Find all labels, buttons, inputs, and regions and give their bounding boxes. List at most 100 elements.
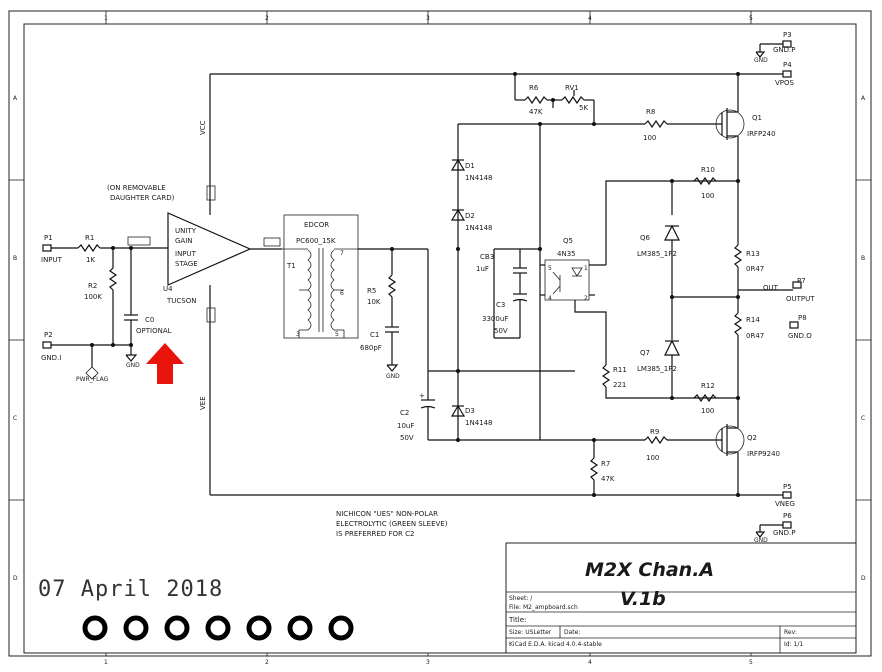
r11-resistor	[601, 364, 611, 388]
title-line-2: V.1b	[620, 588, 666, 610]
p4-connector	[782, 70, 792, 78]
t1-value-2: PC600_15K	[296, 237, 336, 245]
ruler-left-b: B	[13, 255, 17, 262]
t1-value-1: EDCOR	[304, 221, 329, 229]
c2-value-2: 50V	[400, 434, 414, 442]
p3-ref: P3	[783, 31, 792, 39]
bias-pot-network: R6 47K RV1 5K	[513, 72, 596, 440]
ruler-bottom-4: 4	[588, 659, 592, 666]
c3-ref: C3	[496, 301, 505, 309]
q2-ref: Q2	[747, 434, 757, 442]
svg-text:7: 7	[340, 250, 344, 257]
daughter-card-note-2: DAUGHTER CARD)	[110, 194, 175, 202]
d3-ref: D3	[465, 407, 475, 415]
r13-value: 0R47	[746, 265, 764, 273]
cb3-ref: CB3	[480, 253, 494, 261]
c3-value-1: 3300uF	[482, 315, 508, 323]
bias-caps: CB3 1uF C3 3300uF 50V	[476, 248, 540, 339]
svg-text:6: 6	[340, 290, 344, 297]
r6-ref: R6	[529, 84, 539, 92]
p4-ref: P4	[783, 61, 792, 69]
p1-connector	[42, 244, 52, 252]
q1-mosfet	[715, 109, 745, 139]
mounting-hole-icon	[164, 615, 190, 641]
u4-amplifier	[167, 212, 252, 286]
p8-value: GND.O	[788, 332, 812, 340]
title-label: Title:	[508, 616, 526, 624]
r6-value: 47K	[529, 108, 543, 116]
r7-group: R7 47K	[540, 438, 645, 497]
r1-value: 1K	[86, 256, 95, 264]
ruler-left-a: A	[13, 95, 18, 102]
p4-value: VPOS	[775, 79, 795, 87]
cap-note-3: IS PREFERRED FOR C2	[336, 530, 414, 538]
ruler-bottom-3: 3	[426, 659, 430, 666]
svg-text:5: 5	[548, 265, 552, 272]
c2-ref: C2	[400, 409, 409, 417]
r14-ref: R14	[746, 316, 760, 324]
d3-value: 1N4148	[465, 419, 493, 427]
r5-resistor	[387, 274, 397, 298]
red-up-arrow-icon	[146, 343, 184, 384]
p5-ref: P5	[783, 483, 792, 491]
ruler-right-a: A	[861, 95, 866, 102]
frame-ruler-labels: 1 2 3 4 5 1 2 3 4 5 A B C D A B C D	[13, 15, 866, 666]
cap-note-1: NICHICON "UES" NON-POLAR	[336, 510, 438, 518]
q7-zener	[664, 339, 680, 356]
ruler-right-b: B	[861, 255, 865, 262]
ruler-top-5: 5	[749, 15, 753, 22]
ruler-top-4: 4	[588, 15, 592, 22]
input-section: P1 INPUT R1 1K R2 100K C0 OPTIONAL P2 GN…	[41, 234, 172, 383]
file-label: File: M2_ampboard.sch	[509, 604, 578, 611]
gnd-icon	[386, 364, 399, 372]
sheet-frame	[8, 10, 872, 657]
rv1-value: 5K	[579, 104, 588, 112]
q2-mosfet	[715, 425, 745, 455]
t1-secondary-coil	[330, 249, 335, 331]
cb3-value: 1uF	[476, 265, 489, 273]
jumper-icon	[127, 236, 151, 246]
led-icon	[571, 267, 583, 277]
ruler-top-1: 1	[104, 15, 108, 22]
d2-value: 1N4148	[465, 224, 493, 232]
gnd-icon	[755, 531, 766, 538]
svg-text:3: 3	[296, 331, 300, 338]
u4-text-3: INPUT	[175, 250, 197, 258]
r5-value: 10K	[367, 298, 381, 306]
q1-value: IRFP240	[747, 130, 776, 138]
gnd-label-input: GND	[126, 362, 140, 369]
power-connectors: P3 GND.P GND P4 VPOS P5 VNEG P6 GND.P GN…	[754, 31, 796, 544]
svg-text:5: 5	[335, 331, 339, 338]
r2-value: 100K	[84, 293, 102, 301]
u4-text-4: STAGE	[175, 260, 198, 268]
id-label: Id: 1/1	[784, 641, 803, 648]
gnd-icon	[755, 51, 766, 58]
d2-diode	[450, 208, 466, 221]
connector-icon	[206, 185, 216, 201]
tool-label: KiCad E.D.A. kicad 4.0.4-stable	[509, 641, 602, 648]
p5-value: VNEG	[775, 500, 795, 508]
u4-value: TUCSON	[166, 297, 196, 305]
p2-connector	[42, 341, 52, 349]
out-net-label: OUT	[763, 284, 779, 292]
ruler-bottom-1: 1	[104, 659, 108, 666]
r1-ref: R1	[85, 234, 94, 242]
diode-string: D1 1N4148 D2 1N4148 D3 1N4148	[428, 122, 645, 442]
c0-value: OPTIONAL	[136, 327, 172, 335]
r13-resistor	[733, 244, 743, 268]
d1-ref: D1	[465, 162, 475, 170]
gnd-icon	[125, 354, 138, 362]
q7-ref: Q7	[640, 349, 650, 357]
r9-resistor	[644, 435, 668, 445]
ruler-left-c: C	[13, 415, 17, 422]
d1-value: 1N4148	[465, 174, 493, 182]
d3-diode	[450, 404, 466, 417]
connector-icon	[206, 307, 216, 323]
r10-resistor	[693, 176, 717, 186]
ruler-top-2: 2	[265, 15, 269, 22]
c1-ref: C1	[370, 331, 379, 339]
p7-ref: P7	[797, 277, 806, 285]
q6-zener	[664, 224, 680, 241]
